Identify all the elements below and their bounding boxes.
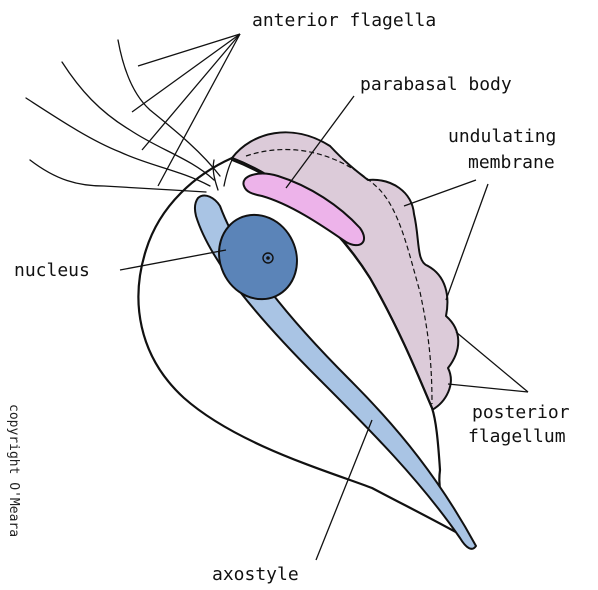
undulating-leader-2 bbox=[446, 184, 488, 300]
copyright-credit: copyright O'Meara bbox=[6, 404, 21, 537]
label-anterior-flagella: anterior flagella bbox=[252, 10, 436, 31]
posterior-leader-2 bbox=[448, 384, 528, 392]
label-flagellum: flagellum bbox=[468, 426, 566, 447]
label-posterior: posterior bbox=[472, 402, 570, 423]
undulating-leader-1 bbox=[404, 180, 476, 206]
anterior-flagellum-1 bbox=[118, 40, 220, 176]
label-parabasal-body: parabasal body bbox=[360, 74, 512, 95]
nucleolus-dot bbox=[266, 256, 270, 260]
label-membrane: membrane bbox=[468, 152, 555, 173]
label-nucleus: nucleus bbox=[14, 260, 90, 281]
posterior-leader-1 bbox=[456, 332, 528, 392]
label-undulating: undulating bbox=[448, 126, 556, 147]
anterior-flagellum-2 bbox=[62, 62, 214, 180]
label-axostyle: axostyle bbox=[212, 564, 299, 585]
anterior-flagellum-4 bbox=[30, 160, 206, 192]
